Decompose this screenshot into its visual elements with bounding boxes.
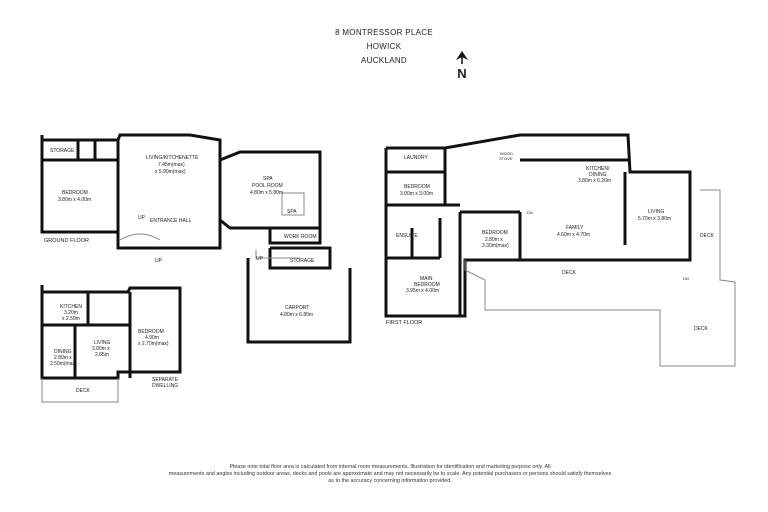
first-floor-walls [384, 133, 692, 318]
room-kitchen-dining-1: KITCHEN/ [586, 166, 610, 172]
room-spa-size: 4.80m x 5.80m [250, 190, 284, 196]
room-deck-first-1: DECK [562, 270, 576, 276]
room-spa-name-2: POOL ROOM [252, 183, 283, 189]
room-laundry: LAUNDRY [404, 155, 428, 161]
north-arrow: N [452, 50, 472, 80]
address-line-2: HOWICK [366, 42, 402, 51]
room-entrance-hall: ENTRANCE HALL [150, 218, 192, 224]
room-deck-first-3: DECK [694, 326, 708, 332]
label-up-2: UP [155, 258, 162, 264]
room-dining-separate: DINING [54, 349, 72, 355]
room-bedroom-ground-size: 3.80m x 4.00m [58, 197, 92, 203]
room-main-bedroom-size: 3.95m x 4.00m [406, 288, 440, 294]
address-line-3: AUCKLAND [361, 56, 407, 65]
room-living-kitchenette-size-2: x 5.90m(max) [155, 169, 186, 175]
separate-dwelling-walls [40, 285, 182, 380]
room-kitchen-dining-size: 3.80m x 6.20m [578, 178, 612, 184]
room-bedroom-ground: BEDROOM [62, 190, 88, 196]
room-living-kitchenette: LIVING/KITCHENETTE [146, 155, 199, 161]
disclaimer: Please note total floor area is calculat… [80, 464, 700, 485]
room-living-separate-size-2: 2.65m [95, 352, 109, 358]
room-main-bedroom-2: BEDROOM [414, 282, 440, 288]
room-bedroom-first-2: BEDROOM [482, 230, 508, 236]
spa-pool-shape [281, 192, 305, 216]
address-line-1: 8 MONTRESSOR PLACE [335, 28, 433, 37]
room-carport: CARPORT [285, 305, 310, 311]
room-living-first-size: 5.70m x 3.80m [638, 216, 672, 222]
disclaimer-line-1: Please note total floor area is calculat… [229, 464, 551, 470]
north-label: N [457, 66, 467, 81]
room-bedroom-separate-size-1: 4.90m [145, 335, 159, 341]
room-ensuite: ENSUITE [396, 233, 418, 239]
disclaimer-line-2: measurements and angles including outdoo… [168, 471, 612, 477]
label-up-3: UP [256, 256, 263, 262]
room-carport-size: 4.80m x 6.80m [280, 312, 314, 318]
room-dining-separate-size-1: 2.80m x [54, 355, 72, 361]
room-bedroom-first-1: BEDROOM [404, 184, 430, 190]
room-living-first: LIVING [648, 209, 665, 215]
label-up-1: UP [138, 215, 145, 221]
label-stove: STOVE [499, 156, 513, 161]
room-living-separate-size-1: 3.00m x [92, 346, 110, 352]
room-living-kitchenette-size-1: 7.45m(max) [158, 162, 185, 168]
room-bedroom-first-1-size: 3.00m x 3.00m [400, 191, 434, 197]
room-bedroom-first-2-size-2: 3.30m(max) [482, 243, 509, 249]
room-bedroom-separate-size-2: x 2.70m(max) [138, 341, 169, 347]
deck-outline-separate [41, 378, 119, 403]
label-dn-1: DN [527, 210, 533, 215]
room-dining-separate-size-2: 2.50m(max) [50, 361, 77, 367]
room-storage-1: STORAGE [50, 148, 75, 154]
label-wood: WOOD [500, 151, 513, 156]
room-living-separate: LIVING [94, 340, 111, 346]
room-kitchen-separate-size-1: 3.20m [64, 310, 78, 316]
room-kitchen-dining-2: DINING [589, 172, 607, 178]
label-separate: SEPARATE [152, 377, 178, 383]
north-arrow-icon [456, 51, 468, 64]
label-dwelling: DWELLING [152, 383, 179, 389]
deck-outline-first [464, 189, 736, 367]
label-ground-floor: GROUND FLOOR [44, 238, 89, 244]
room-family-size: 4.60m x 4.70m [557, 232, 591, 238]
room-deck-separate: DECK [76, 388, 90, 394]
room-kitchen-separate-size-2: x 2.50m [62, 316, 80, 322]
room-storage-2: STORAGE [290, 258, 315, 264]
room-spa-name-1: SPA [263, 176, 273, 182]
room-bedroom-first-2-size-1: 2.80m x [485, 237, 503, 243]
room-main-bedroom-1: MAIN [420, 276, 433, 282]
label-spa: SPA [287, 209, 297, 215]
room-family: FAMILY [566, 225, 584, 231]
room-work-room: WORK ROOM [284, 234, 317, 240]
label-dn-2: DN [683, 276, 689, 281]
spa-room-walls [219, 150, 322, 230]
carport-walls [268, 246, 332, 270]
room-kitchen-separate: KITCHEN [60, 304, 82, 310]
disclaimer-line-3: as to the accuracy concerning informatio… [328, 478, 452, 484]
room-deck-first-2: DECK [700, 233, 714, 239]
ground-floor-walls [40, 133, 222, 250]
room-bedroom-separate: BEDROOM [138, 329, 164, 335]
label-first-floor: FIRST FLOOR [386, 320, 423, 326]
